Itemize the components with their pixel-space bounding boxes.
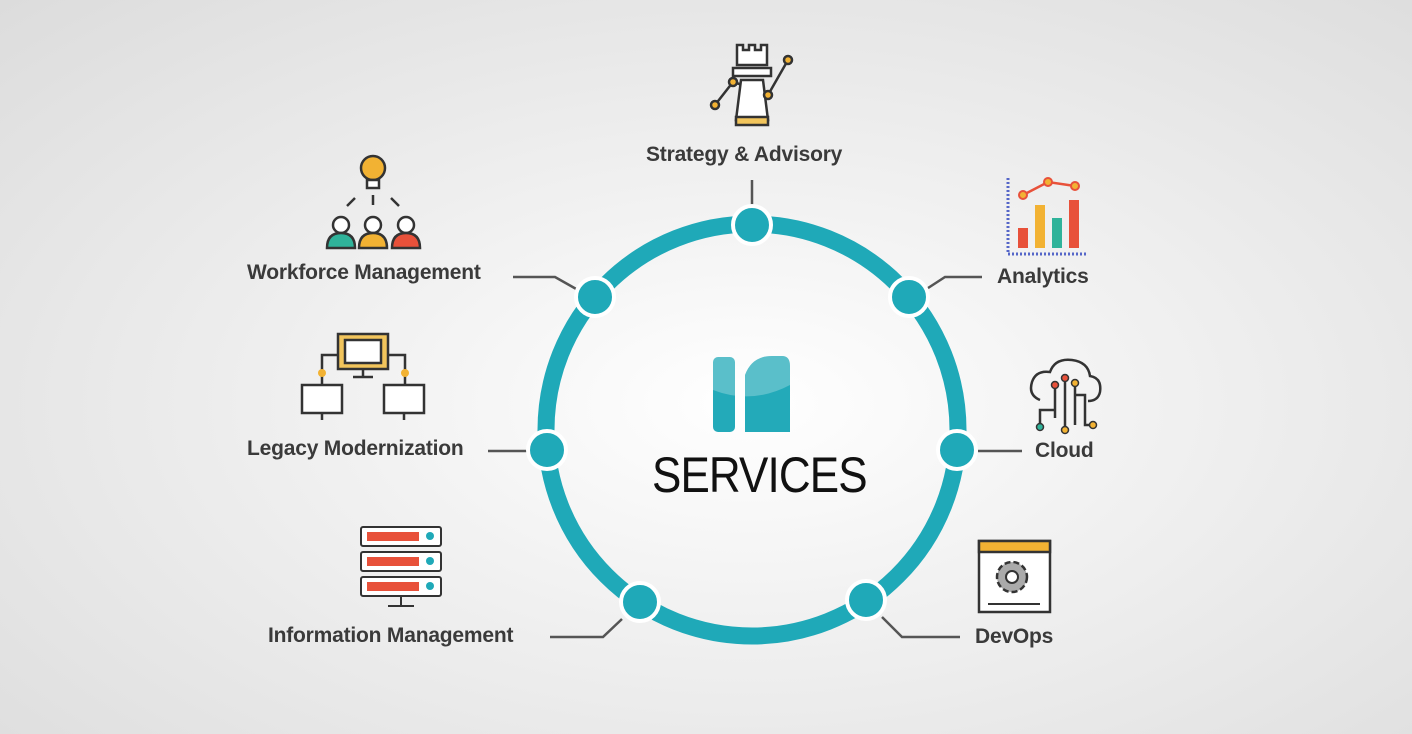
node-strategy[interactable] [731, 204, 773, 246]
gear-window-icon [977, 539, 1052, 614]
team-idea-icon [325, 154, 422, 250]
chess-rook-icon [709, 43, 794, 127]
node-devops[interactable] [845, 579, 887, 621]
node-cloud[interactable] [936, 429, 978, 471]
node-workforce[interactable] [574, 276, 616, 318]
label-devops[interactable]: DevOps [975, 625, 1054, 648]
node-information[interactable] [619, 581, 661, 623]
r-logo-icon [713, 356, 790, 432]
connector-lines [488, 180, 1022, 639]
label-strategy-advisory[interactable]: Strategy & Advisory [646, 143, 843, 166]
label-cloud[interactable]: Cloud [1035, 439, 1094, 462]
label-workforce-management[interactable]: Workforce Management [247, 261, 481, 284]
label-information-management[interactable]: Information Management [268, 624, 514, 647]
cloud-network-icon [1029, 358, 1102, 435]
server-rack-icon [360, 526, 442, 607]
label-analytics[interactable]: Analytics [997, 265, 1089, 288]
node-analytics[interactable] [888, 276, 930, 318]
bar-chart-icon [1006, 177, 1086, 256]
node-legacy[interactable] [526, 429, 568, 471]
services-title: SERVICES [652, 447, 868, 503]
computer-network-icon [300, 332, 426, 420]
label-legacy-modernization[interactable]: Legacy Modernization [247, 437, 464, 460]
